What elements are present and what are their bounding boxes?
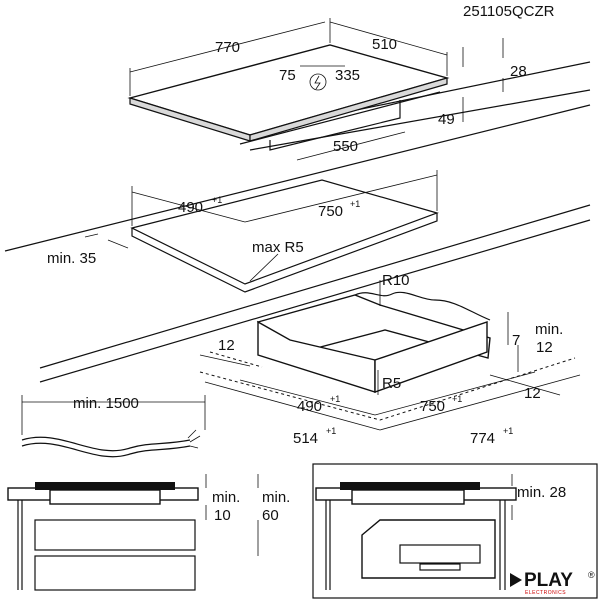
- label-r5: R5: [382, 375, 401, 392]
- dim-line-490-frame: [239, 379, 376, 416]
- dim-line-774: [379, 374, 581, 431]
- cable-wire-ends: [187, 429, 201, 449]
- label-under-49: 49: [438, 111, 455, 128]
- doc-code: 251105QCZR: [463, 3, 555, 20]
- dim-frame-side: [199, 354, 251, 367]
- hob-top-view: 770 510 75 335 28 49 550: [127, 18, 591, 161]
- bottom-left-section: min. 10 min. 60: [7, 474, 290, 591]
- label-outer-width-tol: +1: [503, 426, 513, 436]
- br-oven-handle: [419, 563, 461, 571]
- logo-sub: ELECTRONICS: [525, 590, 566, 596]
- label-outer-depth: 514: [293, 430, 318, 447]
- label-frame-width-tol: +1: [452, 394, 462, 404]
- cable-line-a: [21, 436, 191, 452]
- frame-dash-l: [209, 351, 263, 368]
- dim-arrow-35-a: [84, 233, 99, 238]
- br-hob-glass: [340, 482, 480, 490]
- logo-text: PLAY: [524, 570, 573, 591]
- label-depth-510: 510: [372, 36, 397, 53]
- label-frame-side: 12: [218, 337, 235, 354]
- cable-view: min. 1500: [21, 395, 206, 458]
- hob-box-under: [269, 100, 401, 151]
- label-gap-7: 7: [512, 332, 520, 349]
- hob-box-edge: [239, 91, 441, 145]
- worktop-front-edge-2: [39, 204, 591, 369]
- dim-line-770: [129, 21, 326, 73]
- label-min-35: min. 35: [47, 250, 96, 267]
- br-hob-body: [351, 489, 465, 505]
- dim-side-r: [489, 374, 561, 396]
- label-bl-min-a: min.: [212, 489, 240, 506]
- frame-torn-edge: [354, 291, 491, 321]
- label-br-min-28: min. 28: [517, 484, 566, 501]
- leader-r5-max: [249, 253, 279, 282]
- worktop-edge-front: [249, 89, 591, 151]
- dim-arrow-35-b: [107, 239, 129, 249]
- cutout-depth: [131, 213, 438, 293]
- label-max-r5: max R5: [252, 239, 304, 256]
- label-height-28: 28: [510, 63, 527, 80]
- label-gap-12: 12: [536, 339, 553, 356]
- bottom-right-section: min. 28: [312, 463, 598, 599]
- play-logo-icon: [510, 573, 522, 587]
- bl-drawer-2: [34, 555, 196, 591]
- bl-drawer-1: [34, 519, 196, 551]
- cutout-outline: [130, 179, 439, 285]
- worktop-front-edge: [4, 104, 591, 252]
- label-conn-75: 75: [279, 67, 296, 84]
- label-cut-depth-tol: +1: [212, 195, 222, 205]
- label-min: min.: [535, 321, 563, 338]
- frame-outline-dashed: [199, 357, 576, 421]
- label-conn-335: 335: [335, 67, 360, 84]
- hob-glass: [127, 44, 450, 136]
- label-frame-depth-tol: +1: [330, 394, 340, 404]
- worktop-front-edge-3: [39, 219, 591, 383]
- label-bl-60: 60: [262, 507, 279, 524]
- frame-front-right: [374, 321, 488, 393]
- label-cut-width: 750: [318, 203, 343, 220]
- label-r10: R10: [382, 272, 410, 289]
- cable-line-b: [21, 442, 191, 458]
- dim-line-514: [204, 381, 381, 431]
- label-bl-10: 10: [214, 507, 231, 524]
- dim-line-750-frame: [374, 371, 536, 416]
- label-width-770: 770: [215, 39, 240, 56]
- label-cut-depth: 490: [178, 199, 203, 216]
- label-frame-width: 750: [420, 398, 445, 415]
- bl-hob-glass: [35, 482, 175, 490]
- dim-line-550: [296, 131, 406, 161]
- play-electronics-logo: PLAY ELECTRONICS ®: [510, 570, 595, 596]
- power-connection-icon: [309, 73, 327, 91]
- label-frame-side-r: 12: [524, 385, 541, 402]
- logo-mark: ®: [588, 570, 595, 580]
- br-oven: [361, 519, 496, 579]
- cutout-view: 490 +1 750 +1 min. 35 max R5: [4, 104, 591, 383]
- label-bl-min-b: min.: [262, 489, 290, 506]
- frame-view: R10 R5 12 7 min. 12 12 490 +1 750 +1 514…: [199, 272, 581, 447]
- label-outer-depth-tol: +1: [326, 426, 336, 436]
- hob-side-edge: [249, 77, 448, 142]
- label-cable-length: min. 1500: [73, 395, 139, 412]
- br-oven-door: [399, 544, 481, 564]
- dim-line-510: [329, 21, 448, 56]
- br-frame: [312, 463, 598, 599]
- dim-line-750-cut: [244, 174, 438, 223]
- bl-hob-body: [49, 489, 161, 505]
- label-cut-width-tol: +1: [350, 199, 360, 209]
- label-outer-width: 774: [470, 430, 495, 447]
- label-frame-depth: 490: [297, 398, 322, 415]
- lightning-icon: [314, 75, 321, 90]
- dim-line-490-cut: [131, 191, 246, 223]
- label-under-550: 550: [333, 138, 358, 155]
